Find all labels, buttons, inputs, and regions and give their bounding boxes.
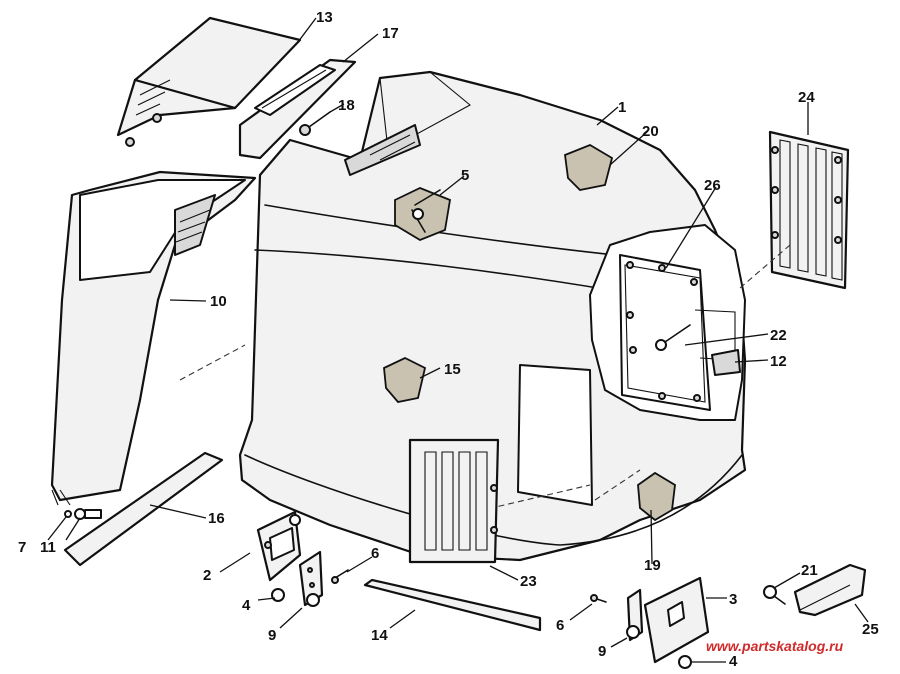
leader-lines — [47, 17, 869, 663]
callout-25: 25 — [862, 621, 879, 638]
callout-26: 26 — [704, 177, 721, 194]
callout-14: 14 — [371, 627, 388, 644]
vent-duct — [238, 58, 357, 160]
callout-5: 5 — [461, 167, 469, 184]
callout-9a: 9 — [268, 627, 276, 644]
screw-22 — [655, 324, 691, 351]
clip-12 — [711, 349, 741, 376]
screw-6b — [590, 594, 607, 603]
callout-4b: 4 — [729, 653, 738, 670]
callout-15: 15 — [444, 361, 461, 378]
pad-20 — [564, 143, 614, 191]
bottom-seal — [363, 578, 542, 632]
side-grille — [739, 130, 850, 290]
callout-1: 1 — [618, 99, 626, 116]
callout-6b: 6 — [556, 617, 564, 634]
handle-25 — [793, 563, 867, 617]
nut-4b — [678, 655, 692, 669]
rear-grille — [408, 438, 500, 564]
screw-6a — [331, 569, 349, 584]
latch-bracket-2 — [256, 510, 302, 582]
callout-3: 3 — [729, 591, 737, 608]
callout-2: 2 — [203, 567, 211, 584]
screw-18 — [299, 111, 331, 136]
pad-15 — [383, 356, 427, 403]
callout-17: 17 — [382, 25, 399, 42]
callout-16: 16 — [208, 510, 225, 527]
callout-22: 22 — [770, 327, 787, 344]
callout-19: 19 — [644, 557, 661, 574]
callout-18: 18 — [338, 97, 355, 114]
bolt-21 — [763, 585, 786, 605]
callout-20: 20 — [642, 123, 659, 140]
callout-4a: 4 — [242, 597, 251, 614]
front-panel — [50, 170, 257, 506]
latch-plate-3 — [643, 576, 710, 664]
callout-21: 21 — [801, 562, 818, 579]
callout-11: 11 — [40, 539, 56, 556]
watermark: www.partskatalog.ru — [706, 638, 844, 654]
callout-24: 24 — [798, 89, 815, 106]
callout-9b: 9 — [598, 643, 606, 660]
callout-23: 23 — [520, 573, 537, 590]
fasteners-7-11 — [64, 508, 102, 520]
nut-4a — [271, 588, 285, 602]
pad-19 — [637, 471, 676, 522]
callout-10: 10 — [210, 293, 227, 310]
hinge-bracket-9a — [298, 550, 324, 607]
callout-7: 7 — [18, 539, 26, 556]
callout-labels: 1 2 3 4 4 5 6 6 7 9 9 10 11 12 13 14 15 … — [18, 9, 879, 670]
grommet-5 — [394, 187, 452, 242]
callout-13: 13 — [316, 9, 333, 26]
callout-12: 12 — [770, 353, 787, 370]
callout-6a: 6 — [371, 545, 379, 562]
hinge-bracket-9b — [626, 588, 644, 642]
seal-strip — [63, 451, 224, 567]
